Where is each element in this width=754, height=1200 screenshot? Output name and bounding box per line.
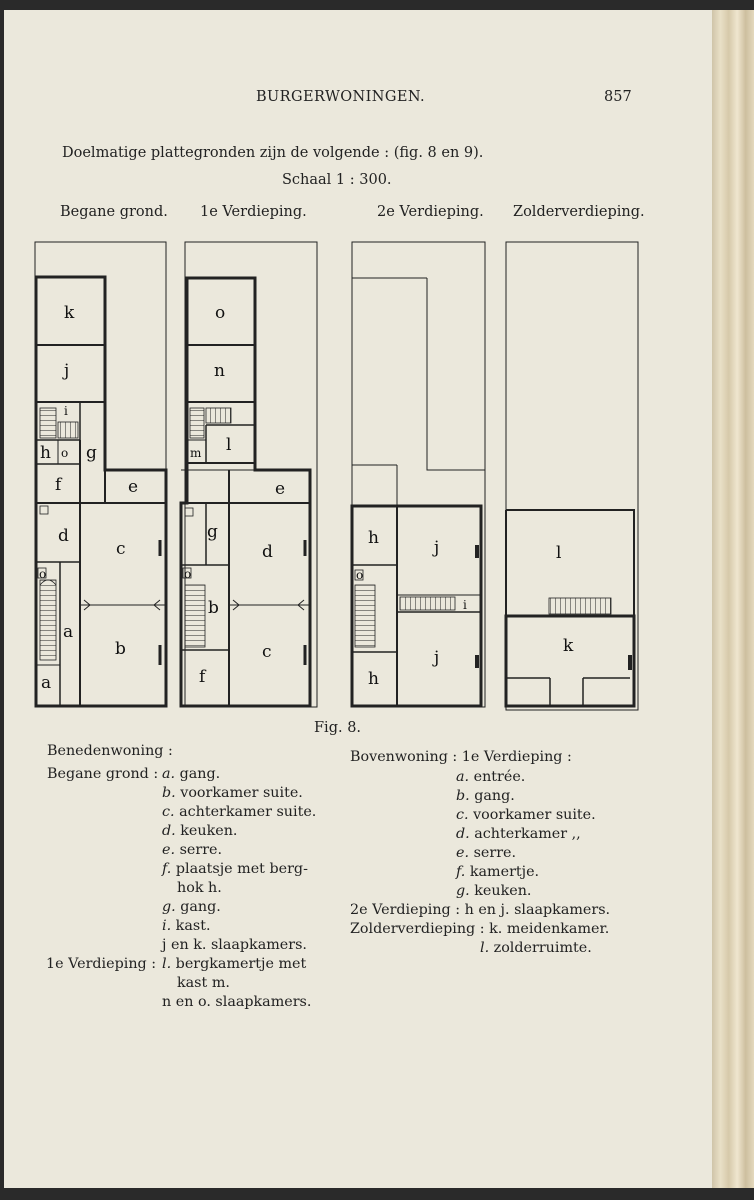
- label-m-first: m: [190, 446, 202, 460]
- intro-text: Doelmatige plattegronden zijn de volgend…: [62, 145, 484, 161]
- legend-attic: Zolderverdieping : k. meidenkamer.: [350, 921, 610, 937]
- label-j-second: j: [432, 538, 439, 558]
- label-f: f: [55, 475, 63, 495]
- plan-attic: [504, 241, 639, 711]
- label-n-first: n: [214, 361, 225, 381]
- label-g: g: [86, 443, 97, 463]
- legend-item: b. voorkamer suite.: [162, 785, 303, 801]
- legend-item: f. kamertje.: [456, 864, 540, 880]
- figure-caption: Fig. 8.: [314, 720, 362, 736]
- legend-item: kast m.: [177, 975, 230, 991]
- legend-item: hok h.: [177, 880, 222, 896]
- legend-item: l. zolderruimte.: [480, 940, 592, 956]
- label-h2-second: h: [368, 669, 379, 689]
- legend-item: c. achterkamer suite.: [162, 804, 317, 820]
- label-g-first: g: [207, 522, 218, 542]
- scale-text: Schaal 1 : 300.: [282, 172, 392, 188]
- label-k-attic: k: [563, 636, 574, 656]
- legend-item: j en k. slaapkamers.: [162, 937, 307, 953]
- plan-first-floor: [179, 241, 318, 708]
- label-c-first: c: [262, 642, 272, 662]
- label-h-second: h: [368, 528, 379, 548]
- label-o2: o: [39, 567, 46, 581]
- legend-item: c. voorkamer suite.: [456, 807, 596, 823]
- page-number: 857: [604, 89, 632, 105]
- legend-heading-bovenwoning: Bovenwoning : 1e Verdieping :: [350, 749, 572, 765]
- label-a2: a: [41, 673, 51, 693]
- label-a: a: [63, 622, 73, 642]
- label-o-first2: o: [184, 567, 191, 581]
- legend-item: a. entrée.: [456, 769, 526, 785]
- legend-item: b. gang.: [456, 788, 515, 804]
- floor-title-second: 2e Verdieping.: [377, 204, 484, 220]
- legend-item: e. serre.: [162, 842, 223, 858]
- label-k: k: [64, 303, 75, 323]
- legend-item: l. bergkamertje met: [162, 956, 307, 972]
- legend-item: g. keuken.: [456, 883, 532, 899]
- legend-item: d. achterkamer ,,: [456, 826, 581, 842]
- running-header: BURGERWONINGEN.: [256, 89, 425, 105]
- room-labels: k j i h o g f e d c b a a o o n m l e g …: [39, 303, 574, 693]
- legend-item: g. gang.: [162, 899, 221, 915]
- plan-ground-floor: [34, 241, 168, 708]
- label-l-first: l: [226, 435, 231, 455]
- page-edges: [712, 10, 754, 1188]
- label-d-first: d: [262, 542, 273, 562]
- legend-item: n en o. slaapkamers.: [162, 994, 312, 1010]
- label-f-first: f: [199, 667, 207, 687]
- legend-item: i. kast.: [162, 918, 211, 934]
- plan-second-floor: [350, 241, 486, 708]
- legend-second-floor: 2e Verdieping : h en j. slaapkamers.: [350, 902, 611, 918]
- label-h: h: [40, 443, 51, 463]
- label-e: e: [128, 477, 138, 497]
- legend-first-label: 1e Verdieping :: [46, 956, 157, 972]
- label-e-first: e: [275, 479, 285, 499]
- legend-item: a. gang.: [162, 766, 221, 782]
- floor-title-ground: Begane grond.: [60, 204, 168, 220]
- label-b-first: b: [208, 598, 219, 618]
- label-o-first: o: [215, 303, 225, 323]
- label-j: j: [62, 361, 69, 381]
- legend-ground-label: Begane grond :: [47, 766, 159, 782]
- label-b: b: [115, 639, 126, 659]
- legend-item: f. plaatsje met berg-: [162, 861, 308, 877]
- label-i: i: [64, 404, 68, 418]
- label-i-second: i: [463, 598, 467, 612]
- label-d: d: [58, 526, 69, 546]
- floor-title-first: 1e Verdieping.: [200, 204, 307, 220]
- floor-title-attic: Zolderverdieping.: [513, 204, 645, 220]
- legend-item: e. serre.: [456, 845, 517, 861]
- label-o-second: o: [356, 568, 363, 582]
- legend-item: d. keuken.: [162, 823, 238, 839]
- legend-heading-benedenwoning: Benedenwoning :: [47, 743, 173, 759]
- label-c: c: [116, 539, 126, 559]
- label-j2-second: j: [432, 648, 439, 668]
- label-o: o: [61, 446, 68, 460]
- label-l-attic: l: [556, 543, 561, 563]
